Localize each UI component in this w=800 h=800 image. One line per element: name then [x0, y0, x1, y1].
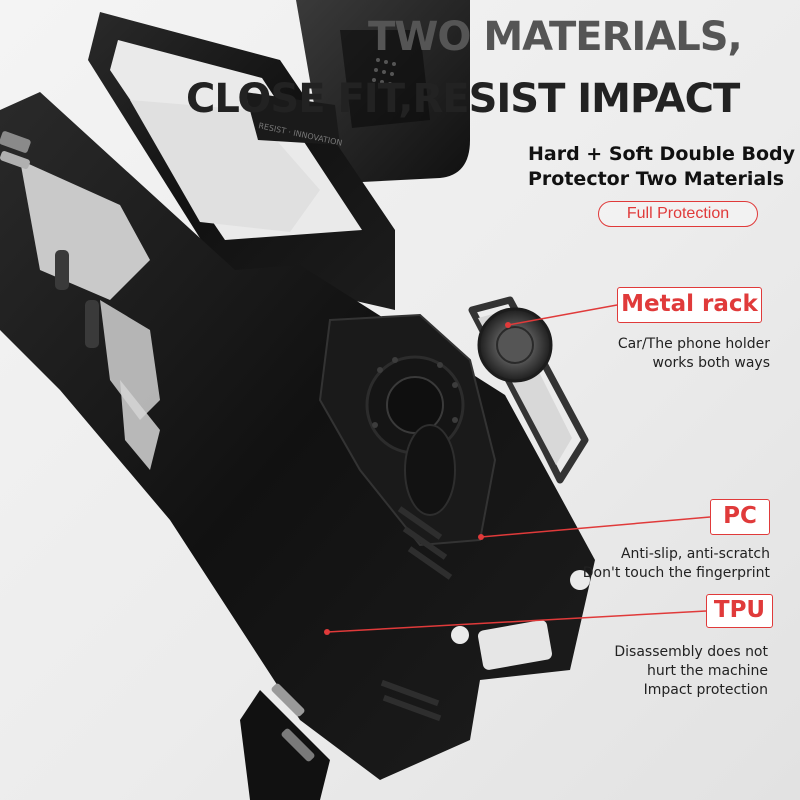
- callout-desc-line: hurt the machine: [646, 663, 768, 679]
- callout-title-metal-rack: Metal rack: [617, 287, 762, 323]
- main-case-back: [0, 92, 595, 800]
- upper-case-shell: RESIST · INNOVATION: [88, 12, 395, 310]
- callout-desc-tpu: Disassembly does not hurt the machine Im…: [614, 643, 768, 700]
- callout-desc-line: Disassembly does not: [614, 644, 768, 660]
- callout-title-pc: PC: [710, 499, 770, 535]
- ring-holder: [468, 296, 589, 484]
- callout-leaders: [324, 304, 711, 635]
- subheading-line-2: Protector Two Materials: [528, 168, 785, 190]
- subheading-line-1: Hard + Soft Double Body: [528, 143, 796, 165]
- callout-desc-line: works both ways: [652, 355, 771, 371]
- callout-desc-line: Car/The phone holder: [617, 336, 770, 352]
- full-protection-badge: Full Protection: [598, 201, 758, 227]
- callout-desc-pc: Anti-slip, anti-scratch Don't touch the …: [583, 545, 770, 583]
- callout-desc-metal-rack: Car/The phone holder works both ways: [618, 335, 770, 373]
- subheading: Hard + Soft Double Body Protector Two Ma…: [528, 142, 795, 192]
- headline-line-2: CLOSE FIT,RESIST IMPACT: [186, 76, 740, 122]
- callout-desc-line: Anti-slip, anti-scratch: [620, 546, 770, 562]
- callout-title-tpu: TPU: [706, 594, 773, 628]
- callout-desc-line: Impact protection: [643, 682, 768, 698]
- headline-line-1: TWO MATERIALS,: [368, 14, 743, 60]
- camera-slide-cover: [296, 0, 470, 182]
- callout-desc-line: Don't touch the fingerprint: [582, 565, 770, 581]
